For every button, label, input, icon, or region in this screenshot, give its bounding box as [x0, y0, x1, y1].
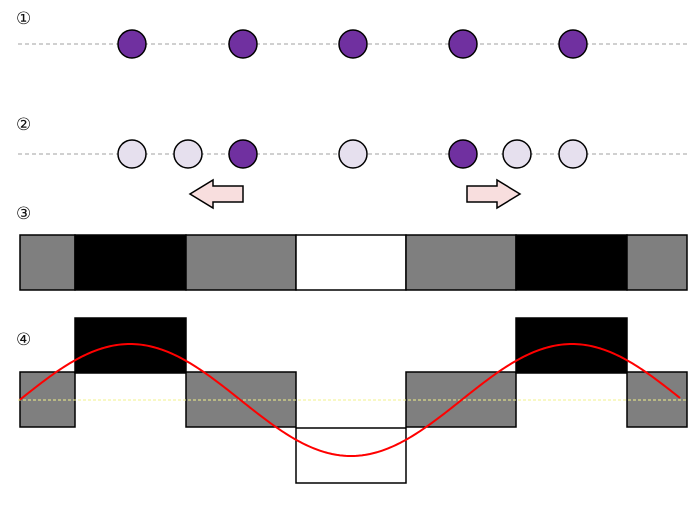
particle-compressed — [117, 29, 147, 59]
density-band-light_band — [295, 234, 407, 291]
pressure-block — [74, 317, 187, 374]
particle-rarefied — [558, 139, 588, 169]
step-2-label: ② — [16, 115, 31, 135]
density-band-dark_band — [74, 234, 187, 291]
particle-rarefied — [338, 139, 368, 169]
particle-compressed — [448, 29, 478, 59]
particle-compressed — [228, 139, 258, 169]
particle-compressed — [338, 29, 368, 59]
right-arrow-icon — [466, 178, 522, 210]
particle-compressed — [228, 29, 258, 59]
particle-rarefied — [173, 139, 203, 169]
row4-sine-wave — [19, 342, 681, 457]
density-band-mid_band — [19, 234, 76, 291]
step-3-label: ③ — [16, 204, 31, 224]
row2-particles — [117, 139, 588, 169]
pressure-block — [515, 317, 628, 374]
particle-compressed — [558, 29, 588, 59]
particle-rarefied — [502, 139, 532, 169]
particle-compressed — [448, 139, 478, 169]
step-4-label: ④ — [16, 330, 31, 350]
step-1-label: ① — [16, 9, 31, 29]
density-band-mid_band — [405, 234, 517, 291]
row3-density-bands — [19, 234, 688, 291]
row1-particles — [117, 29, 588, 59]
density-band-dark_band — [515, 234, 628, 291]
density-band-mid_band — [626, 234, 688, 291]
left-arrow-icon — [188, 178, 244, 210]
particle-rarefied — [117, 139, 147, 169]
pressure-block — [626, 371, 688, 428]
density-band-mid_band — [185, 234, 297, 291]
